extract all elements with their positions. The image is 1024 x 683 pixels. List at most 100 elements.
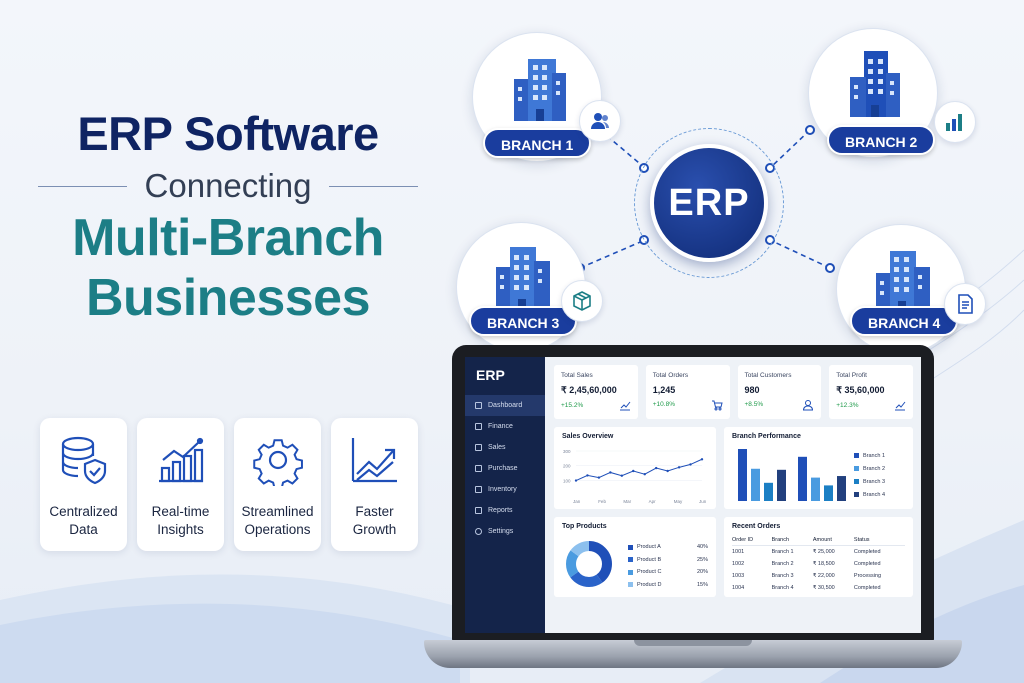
branch-4-badge [944,283,986,325]
feature-card-centralized-data: Centralized Data [40,418,127,551]
chart-icon [895,401,906,411]
feature-label: Real-time Insights [151,504,210,537]
data-point [586,474,589,477]
feature-cards: Centralized Data Real-time Insights Stre… [40,418,418,551]
nav-dashboard[interactable]: Dashboard [465,395,545,416]
finance-icon [475,423,482,430]
stat-card-total-customers: Total Customers 980 +8.5% [737,365,822,419]
data-point [666,469,669,473]
stat-value: 1,245 [652,385,676,395]
legend-label: Branch 2 [863,465,886,472]
bar-trend-icon [158,437,203,483]
dashboard-sidebar: ERP Dashboard Finance Sales Purchase Inv… [465,357,545,633]
nav-reports[interactable]: Reports [465,500,545,521]
nav-label: Settings [488,528,514,535]
data-point [700,458,704,461]
stat-label: Total Customers [744,372,792,379]
cell: ₹ 22,000 [812,573,835,579]
data-point [654,466,658,470]
x-tick-label: May [674,499,683,504]
panel-title: Sales Overview [562,433,614,440]
bar [811,477,820,501]
bar [738,449,747,501]
bar [837,476,846,501]
bar [764,482,773,501]
gear-icon [252,439,303,486]
product-pct: 15% [696,581,708,588]
nav-label: Purchase [488,465,518,472]
settings-icon [475,528,482,535]
building-icon [850,51,900,117]
dashboard-main: Total Sales ₹ 2,45,60,000 +15.2% Total O… [545,357,921,633]
data-point [620,474,624,477]
product-name: Product C [637,569,662,576]
legend-item: Branch 3 [854,475,885,488]
legend-item: Branch 4 [854,488,885,501]
branch-network: ERP BRANCH 1 BRANCH 2 [440,0,1024,354]
bar-chart-icon [946,114,962,131]
cell: Branch 4 [771,585,794,591]
branch-2-badge [934,101,976,143]
headline: ERP Software Connecting Multi-Branch Bus… [38,106,419,328]
nav-label: Sales [488,444,506,451]
feature-card-faster-growth: Faster Growth [331,418,418,551]
panel-title: Recent Orders [732,523,781,530]
branch-4-label: BRANCH 4 [850,306,959,336]
product-name: Product A [637,544,661,551]
donut-slice [566,541,612,587]
building-icon [496,247,550,311]
sales-icon [475,444,482,451]
cell: Branch 3 [771,573,794,579]
data-point [597,476,601,479]
nav-purchase[interactable]: Purchase [465,458,545,479]
stat-label: Total Orders [652,372,689,379]
feature-card-streamlined-operations: Streamlined Operations [234,418,321,551]
users-icon [591,113,609,129]
cell: 1004 [732,585,745,591]
home-icon [475,402,482,409]
laptop: ERP Dashboard Finance Sales Purchase Inv… [452,345,934,643]
data-point [609,471,612,474]
nav-settings[interactable]: Settings [465,521,545,542]
x-tick-label: Apr [649,499,657,504]
branch-3-label: BRANCH 3 [469,306,578,336]
feature-card-real-time-insights: Real-time Insights [137,418,224,551]
nav-finance[interactable]: Finance [465,416,545,437]
panel-title: Branch Performance [732,433,801,440]
headline-title: ERP Software [77,107,379,160]
database-shield-icon [61,436,106,485]
legend-item: Branch 2 [854,462,885,475]
nav-inventory[interactable]: Inventory [465,479,545,500]
status-cell: Completed [853,561,881,567]
document-icon [958,294,973,314]
branch-bar-chart [738,449,846,501]
stat-cards: Total Sales ₹ 2,45,60,000 +15.2% Total O… [554,365,913,419]
nav-sales[interactable]: Sales [465,437,545,458]
headline-accent-line1: Multi-Branch [72,209,384,267]
status-cell: Completed [853,585,881,591]
building-icon [876,251,930,313]
nav-label: Reports [488,507,513,514]
product-pct: 25% [696,556,708,563]
stat-card-total-sales: Total Sales ₹ 2,45,60,000 +15.2% [554,365,638,419]
box-icon [573,291,591,311]
cell: 1001 [732,549,745,555]
legend-label: Branch 1 [863,452,886,459]
stat-value: ₹ 2,45,60,000 [561,385,617,395]
erp-hub: ERP [650,144,768,262]
feature-label: Centralized Data [49,504,118,537]
bar [751,468,760,501]
stat-card-total-orders: Total Orders 1,245 +10.8% [645,365,730,419]
building-icon [514,59,566,121]
stat-card-total-profit: Total Profit ₹ 35,60,000 +12.3% [829,365,913,419]
